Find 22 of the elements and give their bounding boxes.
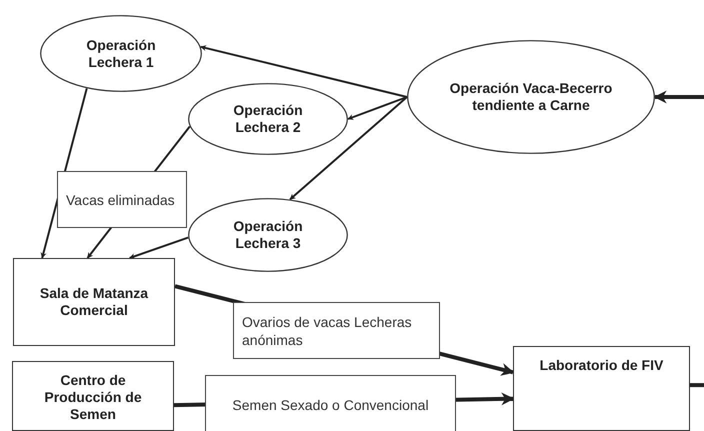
node-label: Operación Lechera 3 (232, 218, 304, 252)
process-ellipse (188, 198, 348, 272)
edge-label: Semen Sexado o Convencional (205, 375, 456, 431)
node-label: Operación Lechera 2 (232, 102, 304, 136)
arrow (129, 236, 189, 260)
arrow (289, 96, 408, 200)
process-ellipse (188, 83, 348, 155)
node-label: Operación Lechera 1 (85, 36, 157, 70)
arrow (654, 90, 704, 104)
node-label: Centro de Producción de Semen (43, 372, 143, 423)
edge-label: Ovarios de vacas Lecheras anónimas (233, 302, 440, 359)
process-ellipse (407, 40, 655, 154)
node-label: Laboratorio de FIV (538, 357, 664, 374)
node-label: Operación Vaca-Becerro tendiente a Carne (448, 80, 614, 114)
process-box (12, 361, 174, 431)
process-box (13, 258, 175, 346)
process-ellipse (40, 15, 202, 92)
process-box (513, 346, 690, 431)
arrow (347, 96, 408, 120)
edge-label: Vacas eliminadas (57, 171, 187, 228)
arrow (200, 45, 408, 98)
node-label: Sala de Matanza Comercial (38, 285, 150, 319)
